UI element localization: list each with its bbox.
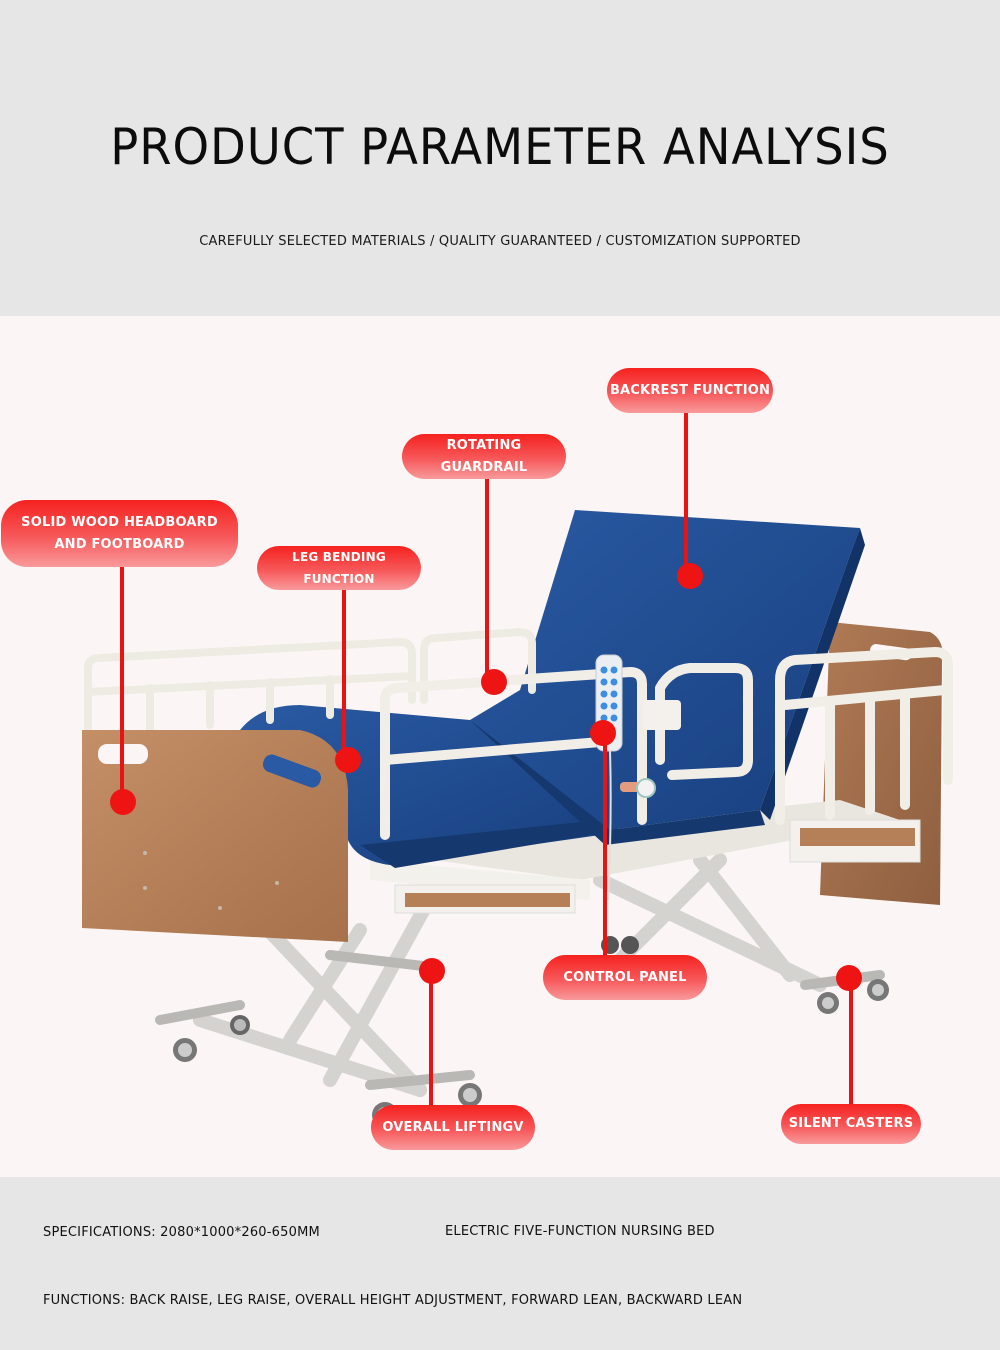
leader-silent-casters xyxy=(849,979,853,1125)
callout-label: BACKREST FUNCTION xyxy=(609,382,771,398)
leader-headboard xyxy=(120,566,124,796)
callout-silent-casters: SILENT CASTERS xyxy=(781,1104,921,1144)
marker-silent-casters xyxy=(836,965,862,991)
callout-label-line2: AND FOOTBOARD xyxy=(54,536,185,552)
callout-backrest-function: BACKREST FUNCTION xyxy=(607,368,773,413)
leader-overall-lifting xyxy=(429,972,433,1112)
marker-leg-bending xyxy=(335,747,361,773)
product-stage: BACKREST FUNCTION ROTATING GUARDRAIL SOL… xyxy=(0,316,1000,1177)
marker-rotating-guardrail xyxy=(481,669,507,695)
callout-overall-lifting: OVERALL LIFTINGV xyxy=(371,1105,535,1150)
callout-label: CONTROL PANEL xyxy=(563,969,687,985)
marker-overall-lifting xyxy=(419,958,445,984)
callout-label: ROTATING GUARDRAIL xyxy=(440,437,528,475)
callout-label: SILENT CASTERS xyxy=(788,1116,914,1131)
callout-rotating-guardrail: ROTATING GUARDRAIL xyxy=(402,434,566,479)
specifications-band: SPECIFICATIONS: 2080*1000*260-650MM ELEC… xyxy=(0,1177,1000,1350)
callout-solid-wood-headboard: SOLID WOOD HEADBOARD AND FOOTBOARD xyxy=(1,500,238,567)
callout-label-line1: SOLID WOOD HEADBOARD xyxy=(21,514,218,530)
page-subtitle: CAREFULLY SELECTED MATERIALS / QUALITY G… xyxy=(199,234,801,249)
leader-rotating-guardrail xyxy=(485,478,489,678)
nursing-bed-image xyxy=(82,510,953,1128)
callout-control-panel: CONTROL PANEL xyxy=(543,955,707,1000)
product-name-text: ELECTRIC FIVE-FUNCTION NURSING BED xyxy=(445,1224,715,1239)
callout-label: LEG BENDING FUNCTION xyxy=(292,550,386,586)
leader-backrest xyxy=(684,413,688,577)
header-band: PRODUCT PARAMETER ANALYSIS CAREFULLY SEL… xyxy=(0,0,1000,316)
marker-control-panel xyxy=(590,720,616,746)
specifications-text: SPECIFICATIONS: 2080*1000*260-650MM xyxy=(43,1225,320,1240)
marker-backrest xyxy=(677,563,703,589)
callout-label: OVERALL LIFTINGV xyxy=(382,1119,524,1135)
caster-wheels xyxy=(173,936,889,1128)
functions-text: FUNCTIONS: BACK RAISE, LEG RAISE, OVERAL… xyxy=(43,1293,743,1308)
page-title: PRODUCT PARAMETER ANALYSIS xyxy=(110,118,890,176)
marker-headboard xyxy=(110,789,136,815)
leader-leg-bending xyxy=(342,589,346,755)
leader-control-panel xyxy=(603,734,607,970)
callout-leg-bending-function: LEG BENDING FUNCTION xyxy=(257,546,421,590)
